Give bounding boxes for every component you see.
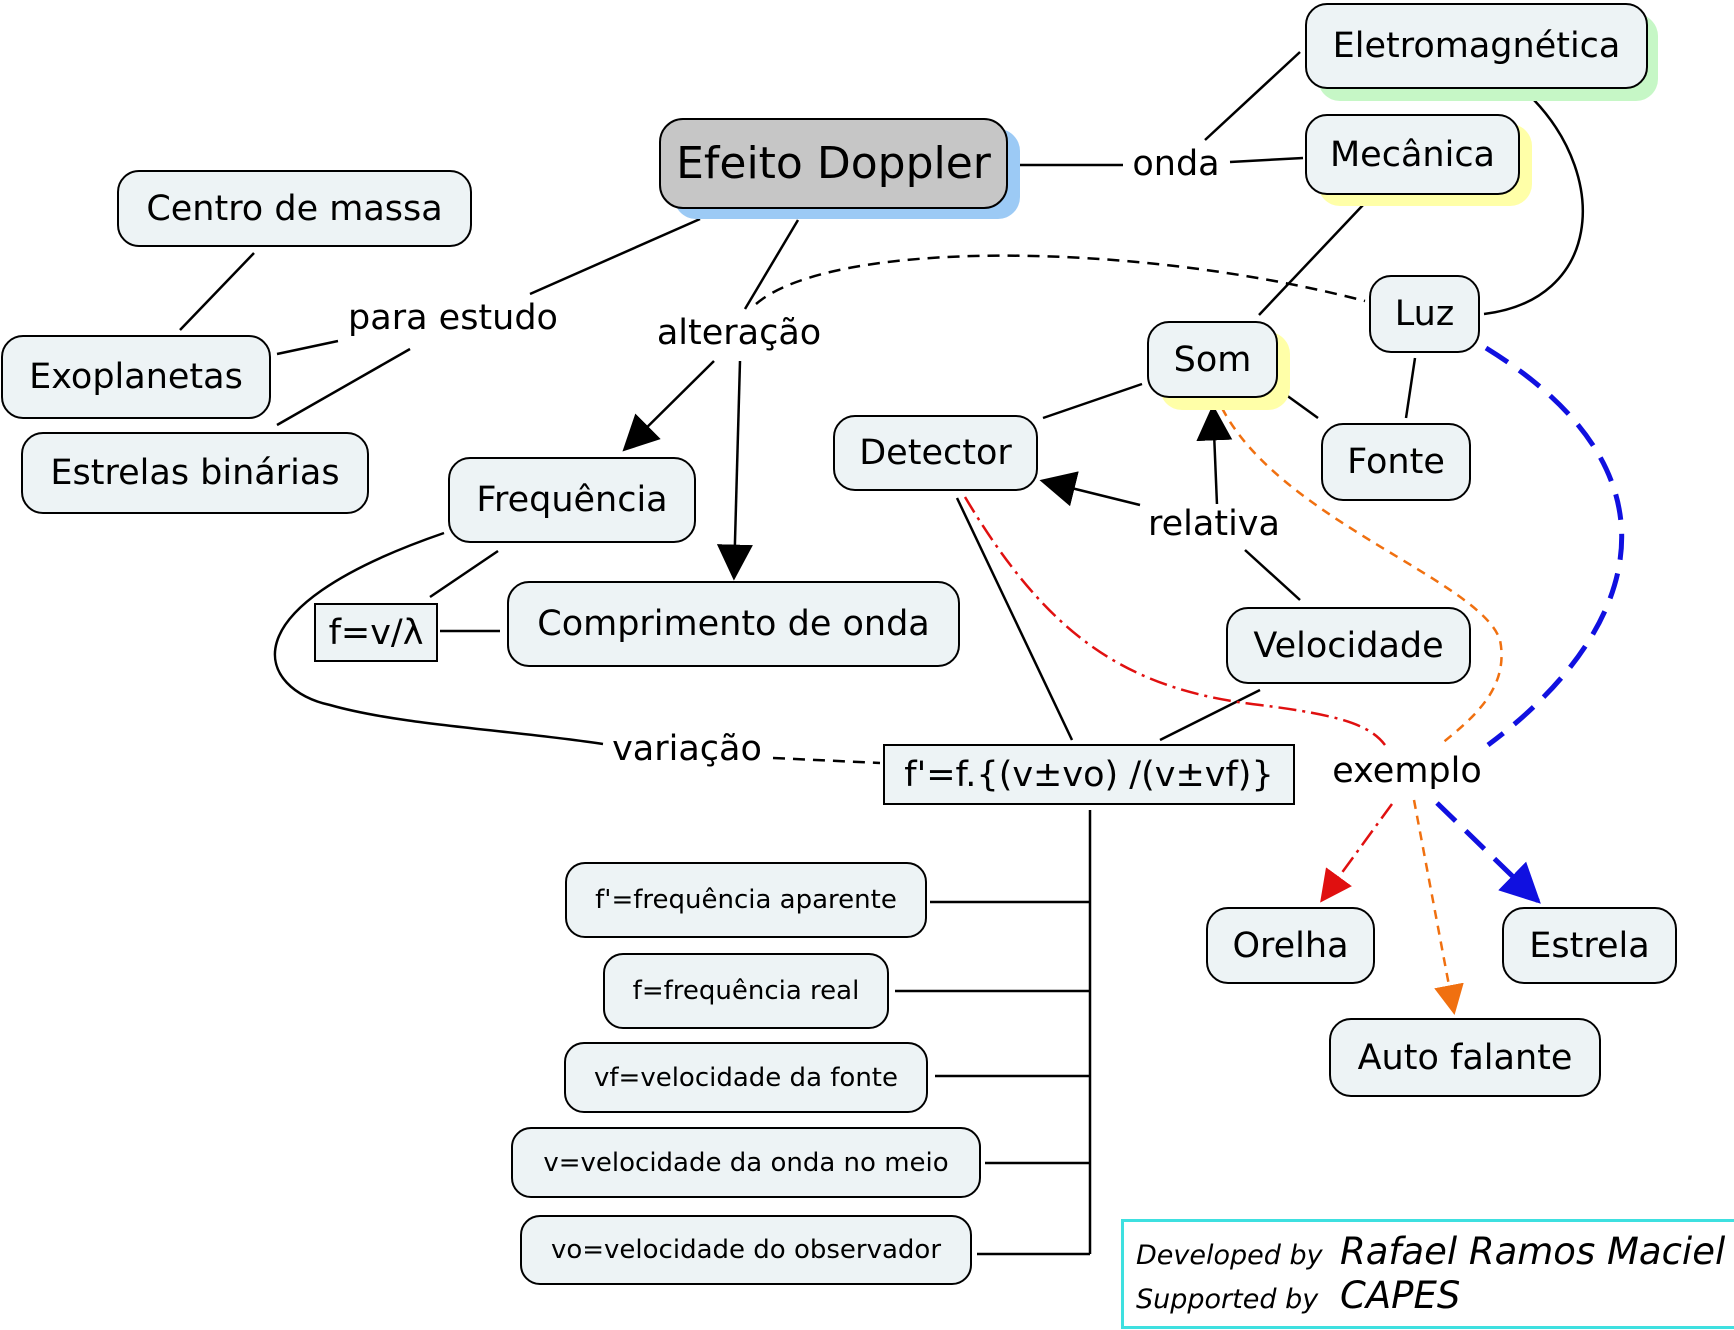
edge-paraestudo-binarias xyxy=(276,347,411,427)
edge-variacao-formula-dashed xyxy=(772,756,881,765)
edge-detector-formula xyxy=(955,497,1074,741)
edge-relativa-detector xyxy=(1039,471,1141,507)
edge-exemplo-estrela-blue xyxy=(1435,801,1541,904)
node-efeito-doppler[interactable]: Efeito Doppler xyxy=(659,118,1008,209)
node-orelha[interactable]: Orelha xyxy=(1206,907,1375,984)
edge-exemplo-orelha-red xyxy=(1320,803,1394,903)
node-def-v[interactable]: v=velocidade da onda no meio xyxy=(511,1127,981,1198)
developer-name: Rafael Ramos Maciel xyxy=(1340,1230,1726,1273)
developed-by-label: Developed by xyxy=(1136,1240,1323,1271)
node-detector[interactable]: Detector xyxy=(833,415,1038,491)
node-def-f-aparente[interactable]: f'=frequência aparente xyxy=(565,862,927,938)
node-som[interactable]: Som xyxy=(1147,321,1278,398)
supported-by-label: Supported by xyxy=(1136,1284,1319,1315)
edge-alteracao-comprimento xyxy=(716,360,753,581)
edge-onda-mecanica xyxy=(1229,156,1304,164)
node-fonte[interactable]: Fonte xyxy=(1321,423,1471,501)
node-f-v-lambda[interactable]: f=v/λ xyxy=(314,603,438,662)
node-auto-falante[interactable]: Auto falante xyxy=(1329,1018,1601,1097)
node-eletromagnetica[interactable]: Eletromagnética xyxy=(1305,3,1648,89)
node-def-f-real[interactable]: f=frequência real xyxy=(603,953,889,1029)
link-label-onda: onda xyxy=(1128,144,1224,184)
edge-doppler-paraestudo xyxy=(529,217,701,296)
edge-luz-exemplo-blue xyxy=(1484,345,1625,748)
link-label-exemplo: exemplo xyxy=(1328,751,1486,791)
node-estrela[interactable]: Estrela xyxy=(1502,907,1677,984)
node-formula[interactable]: f'=f.{(v±vo) /(v±vf)} xyxy=(883,744,1295,805)
edge-alteracao-frequencia xyxy=(622,360,715,452)
edge-luz-fonte xyxy=(1404,357,1417,419)
node-luz[interactable]: Luz xyxy=(1369,275,1480,353)
edge-alteracao-luz-dashed xyxy=(755,254,1366,305)
edge-mecanica-som xyxy=(1258,204,1364,316)
edge-doppler-alteracao xyxy=(743,219,800,310)
node-exoplanetas[interactable]: Exoplanetas xyxy=(1,335,271,419)
node-velocidade[interactable]: Velocidade xyxy=(1226,607,1471,684)
edge-onda-eletromagnetica xyxy=(1204,51,1301,141)
link-label-alteracao: alteração xyxy=(652,313,826,353)
node-mecanica[interactable]: Mecânica xyxy=(1305,114,1520,195)
node-def-vf[interactable]: vf=velocidade da fonte xyxy=(564,1042,928,1113)
edge-som-exemplo-orange xyxy=(1220,407,1503,746)
link-label-relativa: relativa xyxy=(1144,504,1284,544)
edge-eletromagnetica-luz xyxy=(1483,99,1585,316)
node-frequencia[interactable]: Frequência xyxy=(448,457,696,543)
edge-velocidade-relativa xyxy=(1244,549,1301,601)
edge-velocidade-formula xyxy=(1159,688,1261,742)
edge-frequencia-fvl xyxy=(429,549,499,599)
node-centro-de-massa[interactable]: Centro de massa xyxy=(117,170,472,247)
edge-frequencia-variacao xyxy=(273,531,604,746)
edge-paraestudo-exoplanetas xyxy=(276,339,339,356)
edge-exemplo-autofalante-orange xyxy=(1412,799,1464,1015)
node-def-vo[interactable]: vo=velocidade do observador xyxy=(520,1215,972,1285)
node-estrelas-binarias[interactable]: Estrelas binárias xyxy=(21,432,369,514)
edge-relativa-som xyxy=(1196,404,1233,506)
supporter-name: CAPES xyxy=(1340,1274,1461,1317)
link-label-variacao: variação xyxy=(608,729,766,769)
credits-box: Developed by Rafael Ramos Maciel Supporte… xyxy=(1121,1219,1734,1329)
link-label-para-estudo: para estudo xyxy=(344,298,562,338)
edge-som-detector xyxy=(1042,382,1143,420)
edge-centro-exoplanetas xyxy=(179,252,255,331)
node-comprimento-de-onda[interactable]: Comprimento de onda xyxy=(507,581,960,667)
edge-detector-exemplo-red xyxy=(963,496,1386,746)
